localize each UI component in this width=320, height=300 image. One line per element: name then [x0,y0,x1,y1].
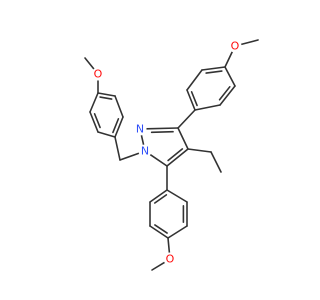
molecule-diagram: O O O N N [84,39,259,271]
oxygen-atom-top-right: O [228,39,242,53]
single-bond [84,57,95,70]
double-bond-outer [114,116,124,138]
double-bond-inner [167,148,184,162]
double-bond-outer [219,85,236,106]
single-bond [114,136,121,161]
atom-label-layer: O O O N N [91,39,242,266]
double-bond-inner [218,86,231,101]
single-bond [167,237,171,254]
single-bond [140,134,145,146]
nitrogen-atom-lower: N [138,144,152,158]
single-bond [166,189,188,203]
single-bond [97,131,116,138]
double-bond-outer [149,189,168,203]
single-bond [151,261,166,271]
atom-label: O [166,253,175,266]
single-bond [114,95,124,118]
atom-label: N [136,123,144,136]
atom-backdrop [91,67,105,81]
single-bond [149,153,168,167]
atom-label: O [231,40,240,53]
double-bond-inner [150,130,174,134]
double-bond-outer [201,66,226,71]
single-bond [167,225,188,239]
atom-backdrop [228,39,242,53]
single-bond [210,151,222,173]
single-bond [177,109,196,129]
bond-layer [84,39,259,271]
single-bond [89,92,99,113]
double-bond-outer [166,148,189,167]
double-bond-outer [89,111,99,133]
atom-label: O [94,68,103,81]
single-bond [224,51,234,68]
double-bond-inner [154,194,168,204]
double-bond-outer [186,89,196,111]
double-bond-outer [149,225,169,239]
structure-canvas: O O O N N [84,39,259,271]
atom-label: N [141,145,149,158]
nitrogen-atom-upper: N [133,122,147,136]
atom-backdrop [163,252,177,266]
single-bond [187,148,212,153]
single-bond [194,104,221,111]
double-bond-outer [145,127,179,130]
double-bond-inner [154,224,168,234]
single-bond [240,39,259,46]
single-bond [186,69,203,91]
double-bond-inner [205,70,223,74]
double-bond-inner [112,118,120,134]
single-bond [119,152,140,161]
atom-backdrop [138,144,152,158]
double-bond-inner [190,91,198,107]
oxygen-atom-bottom: O [163,252,177,266]
single-bond [224,66,236,87]
double-bond-inner [93,113,101,129]
double-bond-inner [99,96,113,100]
double-bond-outer [97,92,116,97]
oxygen-atom-top-left: O [91,67,105,81]
single-bond [177,127,189,150]
atom-backdrop [133,122,147,136]
